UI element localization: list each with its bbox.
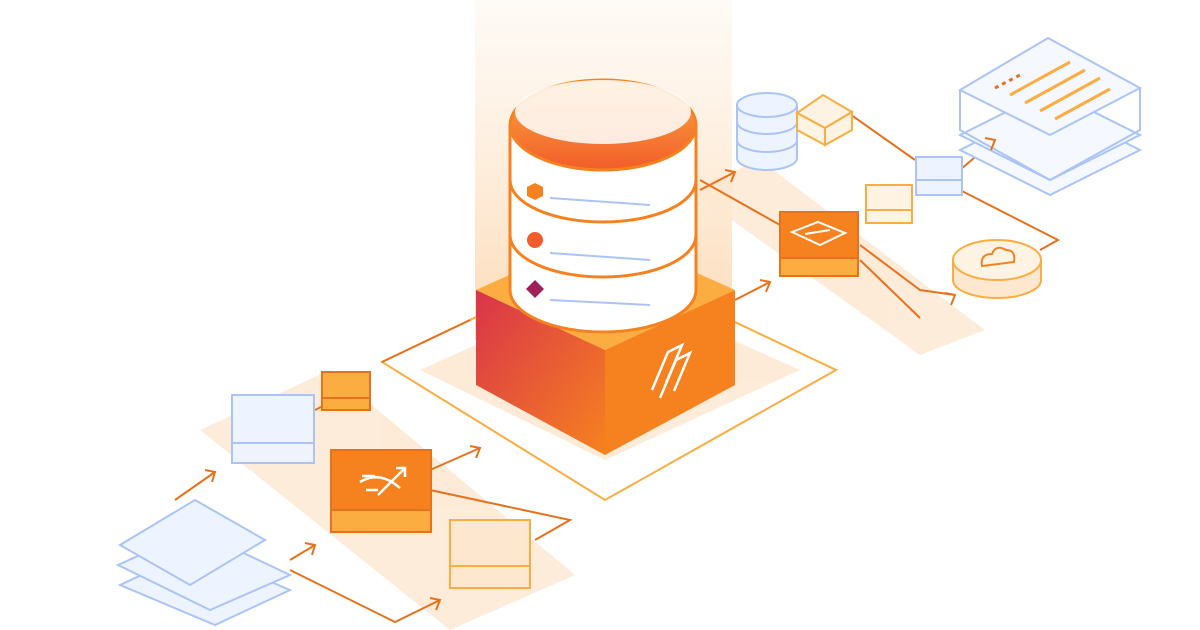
pale-orange-box: [449, 519, 531, 589]
analytics-box: [779, 211, 859, 277]
small-database-icon: [736, 92, 798, 171]
circle-dot: [527, 232, 543, 248]
database-cylinder-icon: [508, 78, 698, 334]
workers-icon: [359, 466, 407, 496]
small-blue-box: [915, 156, 963, 196]
document-stack-icon: [957, 36, 1143, 197]
analytics-icon: [789, 220, 848, 247]
workers-box: [330, 449, 432, 533]
pale-box: [865, 184, 913, 224]
hexagon-dot: [527, 183, 543, 200]
arrowheads: [204, 137, 997, 611]
small-cube: [795, 93, 854, 147]
diamond-dot: [526, 280, 544, 298]
cloud-icon: [952, 239, 1042, 299]
small-orange-box: [321, 371, 371, 411]
connector-lines: [174, 99, 1061, 624]
d1-logo-icon: [650, 342, 693, 399]
blue-box: [231, 394, 315, 464]
stacked-layers-icon: [115, 498, 293, 627]
